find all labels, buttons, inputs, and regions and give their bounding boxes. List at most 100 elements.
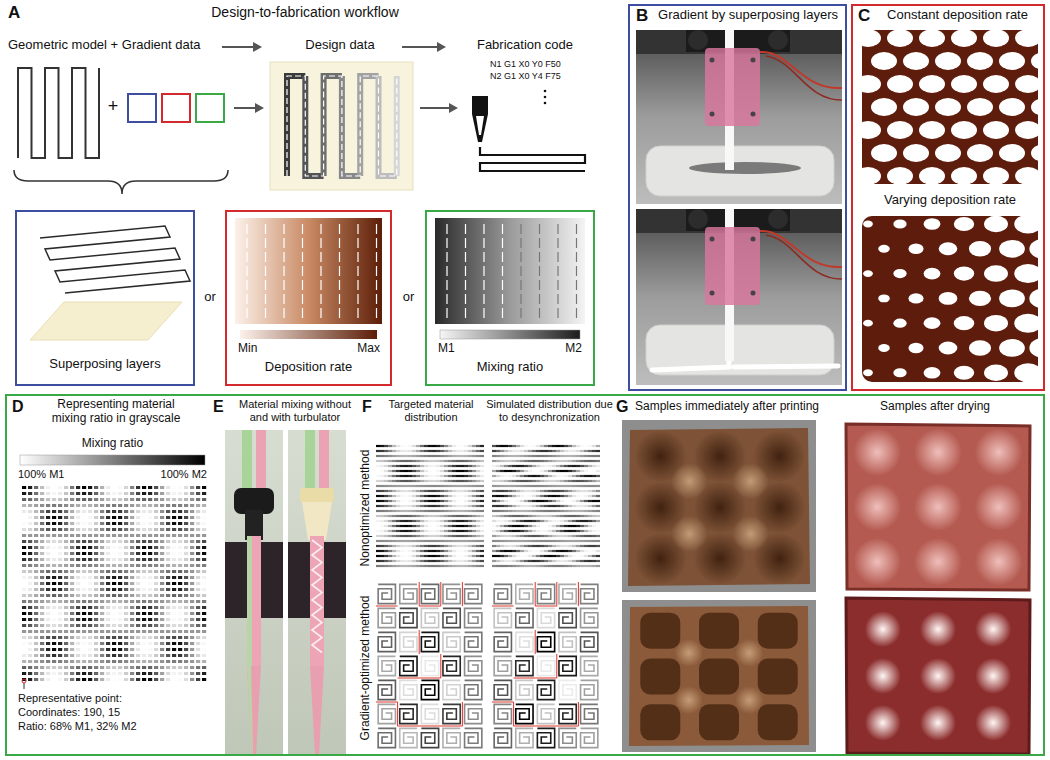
distribution-pattern xyxy=(516,445,520,447)
distribution-pattern xyxy=(460,540,464,542)
grayscale-pattern xyxy=(160,558,164,561)
lattice-print xyxy=(954,267,974,281)
grayscale-pattern xyxy=(88,492,92,495)
distribution-pattern xyxy=(464,495,468,497)
grayscale-pattern xyxy=(130,618,134,621)
grayscale-pattern xyxy=(82,486,86,489)
grayscale-pattern xyxy=(34,540,38,543)
flow-arrow xyxy=(402,46,439,48)
grayscale-pattern xyxy=(70,498,74,501)
distribution-pattern xyxy=(376,495,380,497)
lattice-print xyxy=(954,316,974,330)
grayscale-pattern xyxy=(202,516,206,519)
grayscale-pattern xyxy=(100,630,104,633)
printer-photo xyxy=(689,162,801,174)
grayscale-pattern xyxy=(172,546,176,549)
distribution-pattern xyxy=(452,550,456,552)
distribution-pattern xyxy=(404,540,408,542)
grayscale-pattern xyxy=(124,630,128,633)
distribution-pattern xyxy=(376,446,484,566)
grayscale-pattern xyxy=(178,528,182,531)
grayscale-pattern xyxy=(112,528,116,531)
grayscale-pattern xyxy=(28,546,32,549)
distribution-pattern xyxy=(436,445,440,447)
grayscale-pattern xyxy=(22,594,26,597)
distribution-pattern xyxy=(392,510,396,512)
grayscale-pattern xyxy=(70,570,74,573)
distribution-pattern xyxy=(460,555,464,557)
distribution-pattern xyxy=(400,450,404,452)
grayscale-pattern xyxy=(58,582,62,585)
grayscale-pattern xyxy=(142,660,146,663)
grayscale-pattern xyxy=(58,606,62,609)
distribution-pattern xyxy=(376,445,380,447)
distribution-pattern xyxy=(400,530,404,532)
distribution-pattern xyxy=(456,550,460,552)
distribution-pattern xyxy=(408,540,412,542)
distribution-pattern xyxy=(460,500,464,502)
distribution-pattern xyxy=(576,450,580,452)
grayscale-pattern xyxy=(160,624,164,627)
grayscale-pattern xyxy=(148,666,152,669)
distribution-pattern xyxy=(376,470,380,472)
lattice-print xyxy=(855,121,881,139)
grayscale-pattern xyxy=(22,636,26,639)
grayscale-pattern xyxy=(34,570,38,573)
grayscale-pattern xyxy=(160,648,164,651)
distribution-pattern xyxy=(392,465,396,467)
grayscale-pattern xyxy=(52,636,56,639)
distribution-pattern xyxy=(400,550,404,552)
grayscale-pattern xyxy=(34,654,38,657)
distribution-pattern xyxy=(444,515,448,517)
distribution-pattern xyxy=(400,500,404,502)
grayscale-pattern xyxy=(82,630,86,633)
distribution-pattern xyxy=(452,450,456,452)
distribution-pattern xyxy=(560,445,564,447)
distribution-pattern xyxy=(480,485,484,487)
distribution-pattern xyxy=(464,565,468,567)
grayscale-pattern xyxy=(100,504,104,507)
distribution-pattern xyxy=(404,470,408,472)
distribution-pattern xyxy=(440,560,444,562)
grayscale-pattern xyxy=(28,522,32,525)
grayscale-pattern xyxy=(202,582,206,585)
distribution-pattern xyxy=(400,545,404,547)
distribution-pattern xyxy=(512,445,516,447)
distribution-pattern xyxy=(460,495,464,497)
grayscale-pattern xyxy=(130,564,134,567)
distribution-pattern xyxy=(408,460,412,462)
layer-sketch xyxy=(30,226,190,340)
distribution-pattern xyxy=(384,495,388,497)
flow-arrow xyxy=(449,103,458,113)
lattice-print xyxy=(903,144,929,162)
distribution-pattern xyxy=(384,460,388,462)
distribution-pattern xyxy=(476,555,480,557)
grayscale-pattern xyxy=(52,576,56,579)
grayscale-pattern xyxy=(196,546,200,549)
distribution-pattern xyxy=(400,460,404,462)
grayscale-pattern xyxy=(154,498,158,501)
distribution-pattern xyxy=(404,495,408,497)
nozzle-icon xyxy=(472,96,488,114)
distribution-pattern xyxy=(508,455,512,457)
grayscale-pattern xyxy=(46,564,50,567)
distribution-pattern xyxy=(376,560,380,562)
lattice-print xyxy=(908,293,923,303)
grayscale-pattern xyxy=(106,588,110,591)
grayscale-pattern xyxy=(184,510,188,513)
grayscale-pattern xyxy=(148,504,152,507)
lattice-print xyxy=(939,242,958,255)
distribution-pattern xyxy=(464,485,468,487)
lattice-print xyxy=(1029,338,1050,358)
distribution-pattern xyxy=(452,480,456,482)
grayscale-pattern xyxy=(46,654,50,657)
distribution-pattern xyxy=(396,455,400,457)
distribution-pattern xyxy=(444,485,448,487)
grayscale-pattern xyxy=(154,540,158,543)
distribution-pattern xyxy=(392,505,396,507)
grayscale-pattern xyxy=(100,666,104,669)
distribution-pattern xyxy=(428,445,432,447)
grayscale-pattern xyxy=(22,576,26,579)
grayscale-pattern xyxy=(190,588,194,591)
distribution-pattern xyxy=(392,445,396,447)
